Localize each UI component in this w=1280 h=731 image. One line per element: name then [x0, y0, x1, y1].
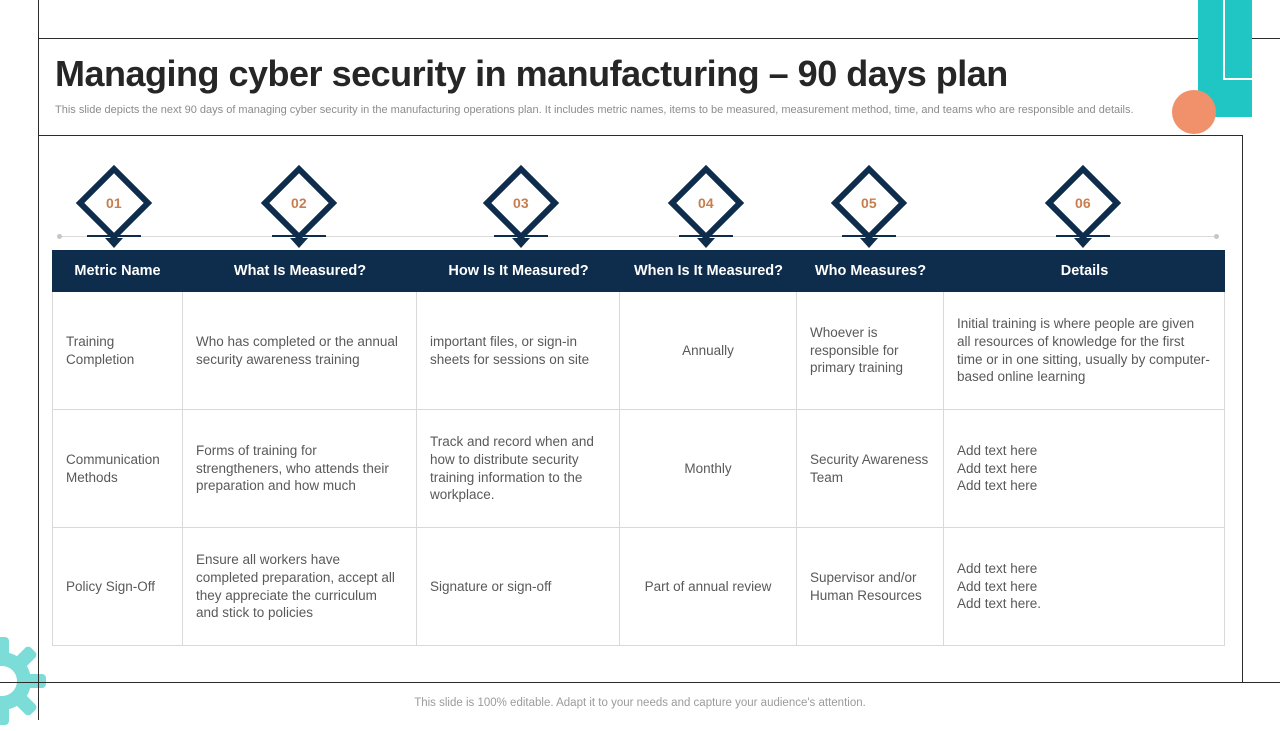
milestone-arrow-down-icon	[1074, 238, 1092, 248]
milestone-underline	[1056, 235, 1110, 237]
cell-who-measures: Supervisor and/or Human Resources	[797, 528, 944, 646]
frame-line-bottom	[0, 682, 1280, 683]
frame-line-right	[1242, 135, 1243, 682]
cell-when-is-it-measured: Monthly	[620, 410, 797, 528]
timeline-track	[60, 236, 1216, 237]
cell-details: Initial training is where people are giv…	[944, 292, 1225, 410]
frame-line-header-bottom	[38, 135, 1242, 136]
footer-note: This slide is 100% editable. Adapt it to…	[414, 697, 866, 709]
column-header-what: What Is Measured?	[183, 250, 417, 292]
milestone-number: 06	[1075, 194, 1091, 211]
timeline-end-dot	[1214, 234, 1219, 239]
milestone-arrow-down-icon	[290, 238, 308, 248]
cell-how-is-it-measured: Track and record when and how to distrib…	[417, 410, 620, 528]
page-title: Managing cyber security in manufacturing…	[55, 53, 1008, 94]
column-header-details: Details	[944, 250, 1225, 292]
milestone-number: 04	[698, 194, 714, 211]
milestone-underline	[272, 235, 326, 237]
timeline-start-dot	[57, 234, 62, 239]
teal-accent-inner-outline	[1223, 0, 1253, 80]
orange-accent-circle	[1172, 90, 1216, 134]
cell-who-measures: Security Awareness Team	[797, 410, 944, 528]
cell-when-is-it-measured: Annually	[620, 292, 797, 410]
cell-when-is-it-measured: Part of annual review	[620, 528, 797, 646]
frame-line-top	[38, 38, 1280, 39]
milestone-diamond-06: 06	[1044, 164, 1122, 242]
milestone-arrow-down-icon	[512, 238, 530, 248]
milestone-diamond-03: 03	[482, 164, 560, 242]
frame-line-left	[38, 0, 39, 720]
cell-details-placeholder[interactable]: Add text here Add text here Add text her…	[944, 528, 1225, 646]
gear-icon	[0, 637, 46, 725]
milestone-arrow-down-icon	[697, 238, 715, 248]
cell-metric-name: Policy Sign-Off	[52, 528, 183, 646]
milestone-arrow-down-icon	[105, 238, 123, 248]
column-header-how: How Is It Measured?	[417, 250, 620, 292]
column-header-metric-name: Metric Name	[52, 250, 183, 292]
milestone-diamond-05: 05	[830, 164, 908, 242]
milestone-diamond-01: 01	[75, 164, 153, 242]
milestone-underline	[87, 235, 141, 237]
cell-metric-name: Training Completion	[52, 292, 183, 410]
milestone-underline	[842, 235, 896, 237]
column-header-who: Who Measures?	[797, 250, 944, 292]
cell-details-placeholder[interactable]: Add text here Add text here Add text her…	[944, 410, 1225, 528]
column-header-when: When Is It Measured?	[620, 250, 797, 292]
milestone-number: 02	[291, 194, 307, 211]
milestone-underline	[494, 235, 548, 237]
milestone-underline	[679, 235, 733, 237]
milestone-diamond-02: 02	[260, 164, 338, 242]
milestone-diamond-04: 04	[667, 164, 745, 242]
cell-metric-name: Communication Methods	[52, 410, 183, 528]
cell-how-is-it-measured: important files, or sign-in sheets for s…	[417, 292, 620, 410]
cell-what-is-measured: Ensure all workers have completed prepar…	[183, 528, 417, 646]
cell-what-is-measured: Forms of training for strengtheners, who…	[183, 410, 417, 528]
cell-how-is-it-measured: Signature or sign-off	[417, 528, 620, 646]
milestone-number: 03	[513, 194, 529, 211]
cell-who-measures: Whoever is responsible for primary train…	[797, 292, 944, 410]
slide-description: This slide depicts the next 90 days of m…	[55, 104, 1134, 116]
milestone-arrow-down-icon	[860, 238, 878, 248]
milestone-number: 01	[106, 194, 122, 211]
metrics-table: Metric Name What Is Measured? How Is It …	[52, 250, 1225, 646]
milestone-number: 05	[861, 194, 877, 211]
cell-what-is-measured: Who has completed or the annual security…	[183, 292, 417, 410]
